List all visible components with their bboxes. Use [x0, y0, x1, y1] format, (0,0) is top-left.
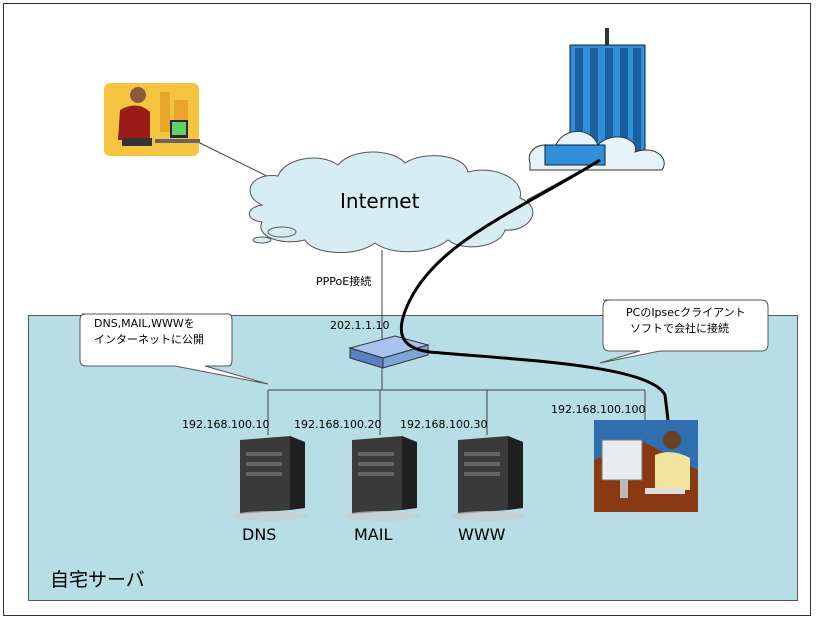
server-ip-label: 192.168.100.10	[182, 418, 270, 431]
server-name-label: DNS	[242, 525, 277, 544]
pc-ip-label: 192.168.100.100	[551, 403, 646, 416]
callout-left: DNS,MAIL,WWWを インターネットに公開	[94, 316, 204, 348]
pppoe-label: PPPoE接続	[316, 275, 372, 288]
callout-left-line: DNS,MAIL,WWWを	[94, 317, 195, 330]
internet-cloud	[248, 151, 534, 253]
router-ip-label: 202.1.1.10	[330, 319, 390, 332]
callout-left-line: インターネットに公開	[94, 333, 204, 346]
internet-label: Internet	[340, 189, 420, 213]
server-ip-label: 192.168.100.30	[400, 418, 488, 431]
office-building-icon	[528, 28, 665, 171]
server-name-label: MAIL	[354, 525, 393, 544]
pc-user-icon	[594, 420, 698, 512]
callout-right-line: PCのIpsecクライアント	[626, 306, 746, 319]
router-icon	[348, 335, 430, 369]
vpn-tunnel-line	[399, 158, 670, 421]
callout-right-line: ソフトで会社に接続	[630, 322, 729, 335]
remote-user-icon	[104, 83, 200, 156]
callout-left-bubble	[79, 313, 269, 385]
outer-frame	[3, 3, 811, 616]
server-ip-label: 192.168.100.20	[294, 418, 382, 431]
network-links	[197, 141, 646, 435]
server-icon	[232, 436, 308, 521]
server-name-label: WWW	[458, 525, 506, 544]
callout-right: PCのIpsecクライアント ソフトで会社に接続	[626, 305, 746, 337]
server-icon	[450, 436, 526, 521]
zone-title: 自宅サーバ	[50, 569, 145, 591]
callout-right-bubble	[599, 299, 769, 364]
server-icon	[344, 436, 420, 521]
